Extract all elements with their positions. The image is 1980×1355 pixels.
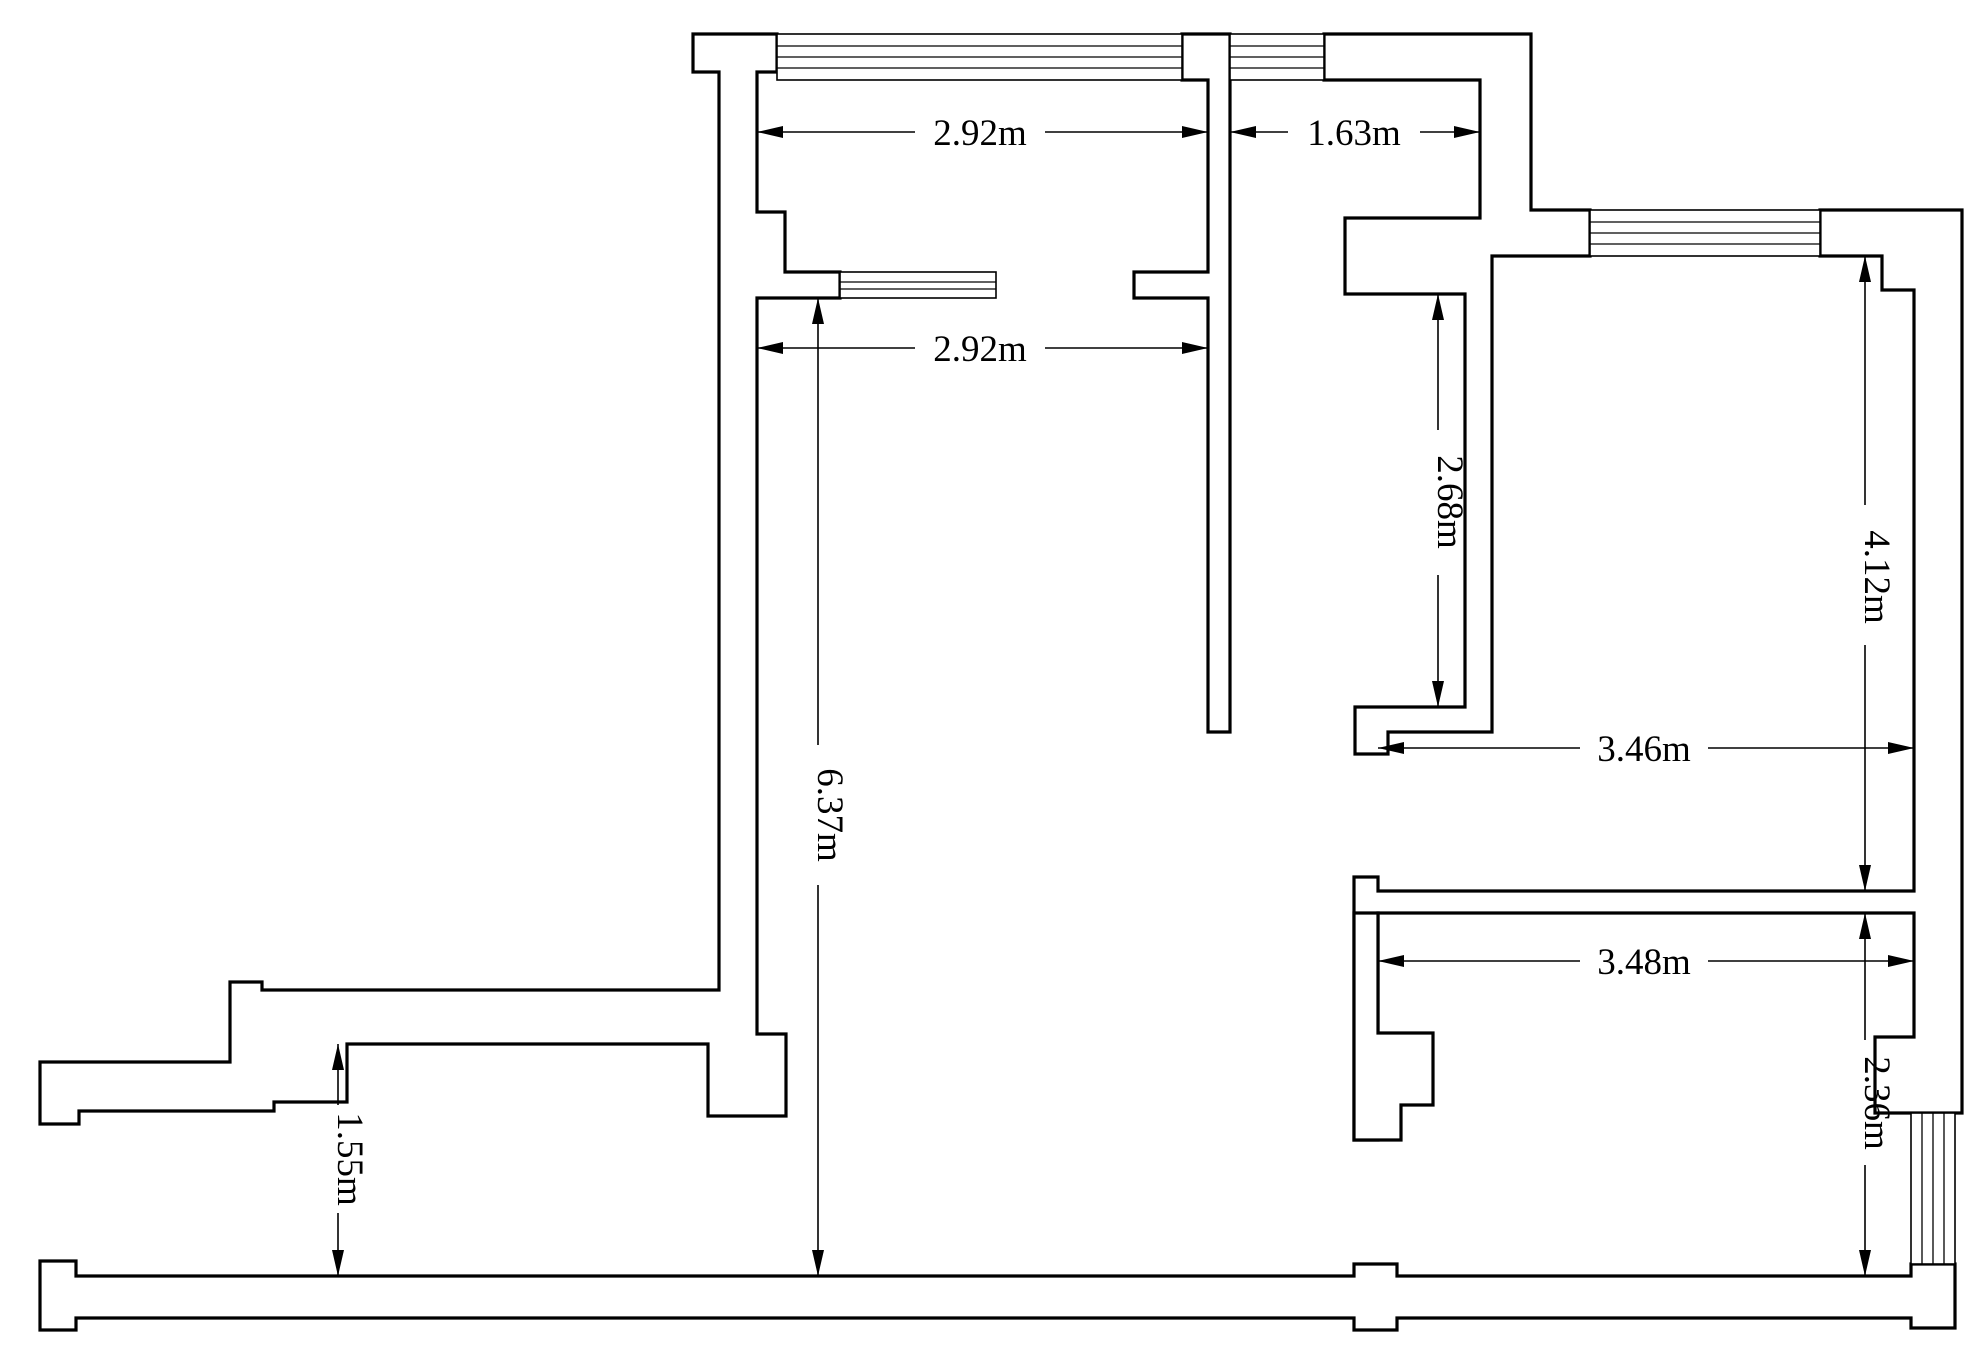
wall-left-top [38,32,842,1126]
dimensions: 2.92m 1.63m 2.92m 2.68m [329,113,1914,1276]
window-inner-sliding [839,271,997,299]
dimension-lower-left-corridor-height: 1.55m [329,1044,370,1276]
wall-bottom [38,1259,1957,1332]
dimension-top-right-width: 1.63m [1230,113,1480,154]
wall-center-partition [1132,32,1232,734]
dimension-label: 2.68m [1429,455,1470,549]
dimension-right-closet-height: 2.68m [1429,294,1470,707]
dimension-lower-right-height: 2.36m [1856,913,1897,1276]
wall-far-right [1352,208,1964,1142]
walls [38,32,1964,1332]
dimension-main-hall-height: 6.37m [809,298,850,1276]
dimension-right-room-width: 3.46m [1378,729,1914,770]
dimension-label: 6.37m [809,768,850,862]
dimension-label: 2.92m [933,329,1027,370]
dimension-label: 1.55m [329,1112,370,1206]
wall-lower-right-notch [1352,911,1435,1142]
dimension-top-left-width: 2.92m [757,113,1208,154]
dimension-label: 3.48m [1597,942,1691,983]
dimension-label: 4.12m [1856,530,1897,624]
dimension-label: 2.92m [933,113,1027,154]
dimension-label: 1.63m [1307,113,1401,154]
dimension-lower-left-width: 2.92m [757,329,1208,370]
windows [776,33,1956,1265]
dimension-label: 3.46m [1597,729,1691,770]
dimension-lower-right-width: 3.48m [1378,942,1914,983]
dimension-label: 2.36m [1856,1056,1897,1150]
dimension-right-room-height: 4.12m [1856,256,1897,891]
